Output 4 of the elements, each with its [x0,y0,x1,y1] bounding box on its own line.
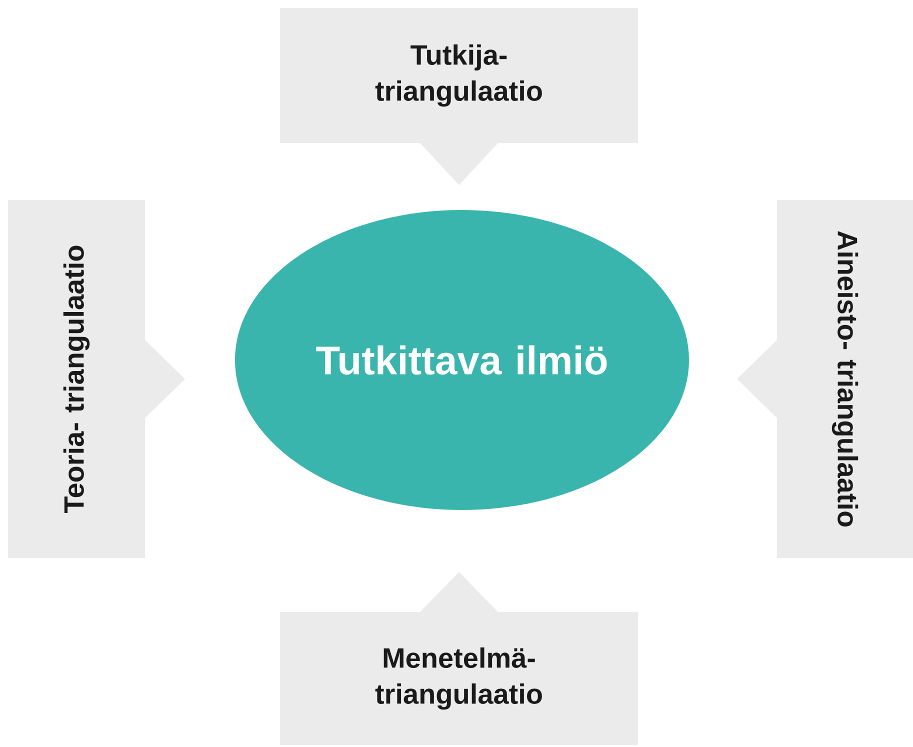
callout-box: Aineisto- triangulaatio [737,200,913,558]
callout-box: Tutkija- triangulaatio [280,8,638,185]
callout-box: Teoria- triangulaatio [8,200,185,558]
callout-box: Menetelmä- triangulaatio [280,572,638,745]
